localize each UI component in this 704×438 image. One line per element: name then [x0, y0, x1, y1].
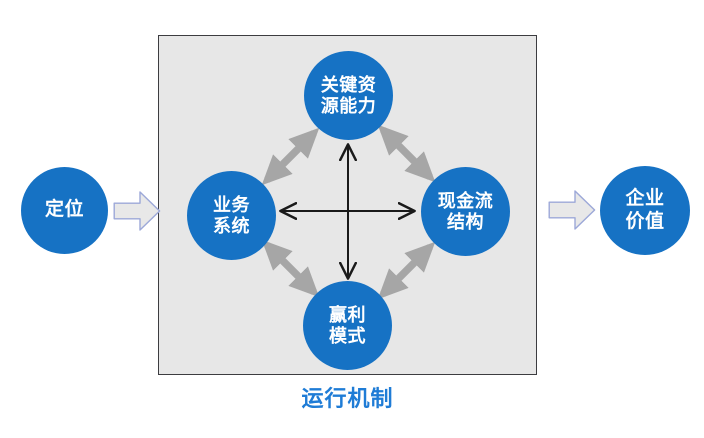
node-business-system[interactable]: 业务 系统 [187, 171, 276, 260]
node-profit-model[interactable]: 赢利 模式 [303, 281, 392, 370]
block-arrow-right-icon [548, 190, 596, 230]
node-cashflow-structure[interactable]: 现金流 结构 [421, 167, 510, 256]
node-label-line: 源能力 [320, 95, 377, 116]
node-label-line: 关键资 [320, 74, 377, 95]
node-enterprise-value[interactable]: 企业 价值 [600, 166, 690, 255]
node-label-line: 价值 [625, 210, 665, 232]
panel-caption: 运行机制 [301, 386, 394, 411]
node-label-line: 定位 [44, 199, 84, 221]
node-label-line: 现金流 [437, 190, 494, 211]
node-label-line: 赢利 [329, 304, 366, 325]
block-arrow-right-icon [113, 191, 161, 231]
node-key-resource-capability[interactable]: 关键资 源能力 [304, 51, 393, 140]
node-label-line: 结构 [447, 211, 484, 232]
node-label-line: 业务 [213, 194, 250, 215]
node-label-line: 系统 [213, 215, 250, 236]
node-positioning[interactable]: 定位 [21, 167, 108, 254]
node-label-line: 模式 [329, 325, 366, 346]
node-label-line: 企业 [625, 188, 665, 210]
